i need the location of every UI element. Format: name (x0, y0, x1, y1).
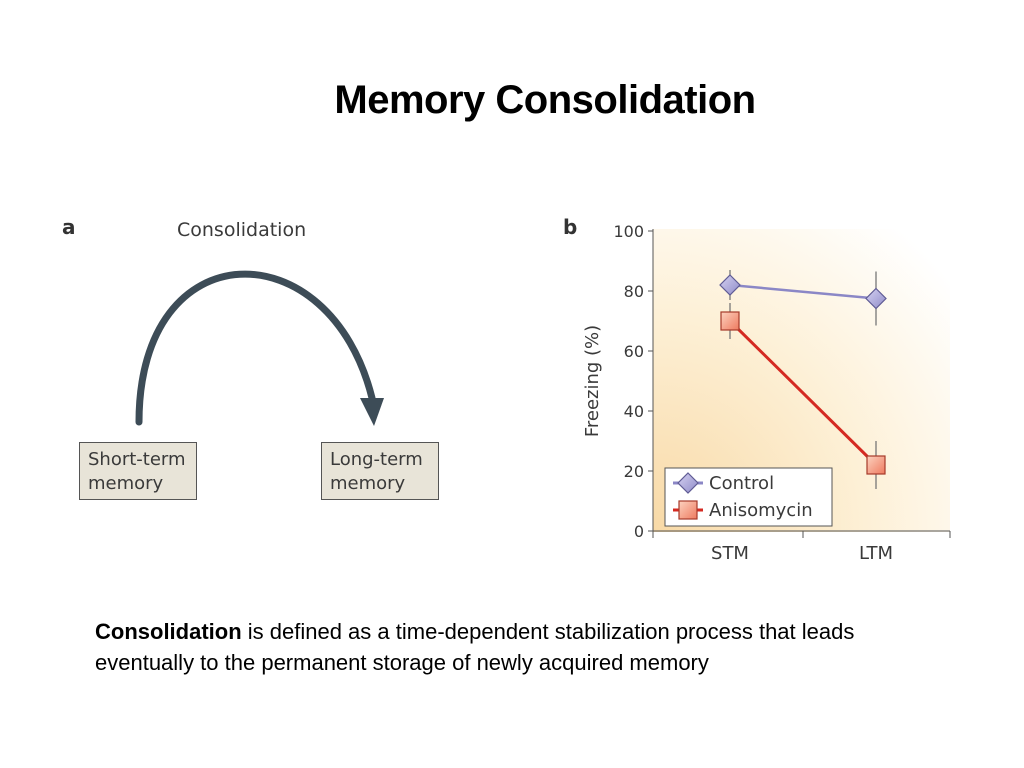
legend-control-marker (677, 472, 699, 494)
y-tick-label: 0 (634, 522, 644, 541)
legend-anisomycin-label: Anisomycin (709, 500, 813, 521)
anisomycin-line (728, 319, 878, 467)
long-term-memory-box: Long-term memory (321, 442, 439, 500)
long-term-line-2: memory (330, 473, 406, 494)
long-term-line-1: Long-term (330, 449, 423, 470)
control-line (729, 283, 877, 300)
control-point (719, 274, 741, 296)
caption-bold-term: Consolidation (95, 619, 242, 644)
caption-text: is defined as a time-dependent stabiliza… (95, 619, 855, 675)
caption: Consolidation is defined as a time-depen… (95, 616, 955, 678)
y-axis-label: Freezing (%) (582, 325, 603, 437)
panel-b-letter: b (563, 215, 578, 239)
legend-anisomycin-marker (678, 500, 698, 520)
legend-control-label: Control (709, 473, 774, 494)
anisomycin-point (720, 311, 740, 331)
short-term-memory-box: Short-term memory (79, 442, 197, 500)
control-point (865, 287, 887, 310)
anisomycin-point (866, 455, 886, 475)
x-tick-label: STM (711, 543, 749, 564)
y-tick-label: 80 (624, 282, 644, 301)
y-tick-label: 100 (613, 222, 644, 241)
short-term-line-1: Short-term (88, 449, 186, 470)
arrow-head-icon (360, 398, 384, 426)
panel-a-letter: a (62, 215, 76, 239)
y-tick-label: 40 (624, 402, 644, 421)
slide-title: Memory Consolidation (334, 78, 756, 122)
consolidation-label: Consolidation (177, 219, 307, 241)
y-tick-label: 20 (624, 462, 644, 481)
y-tick-label: 60 (624, 342, 644, 361)
x-tick-label: LTM (859, 543, 893, 564)
consolidation-arrow (135, 270, 384, 426)
short-term-line-2: memory (88, 473, 164, 494)
